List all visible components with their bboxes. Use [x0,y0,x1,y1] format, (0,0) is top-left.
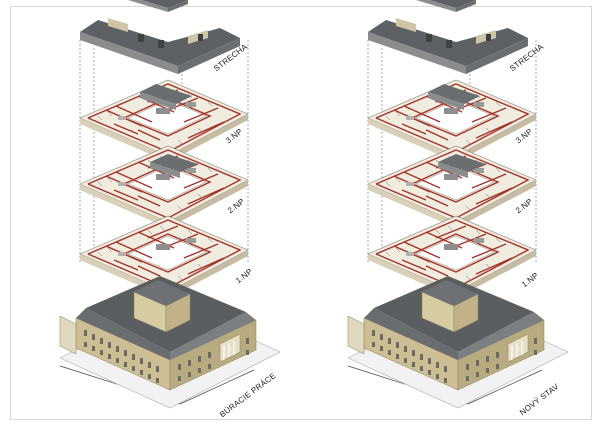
left-stack [59,0,281,409]
roof-fragment [438,162,468,178]
right-stack [347,0,569,409]
roof-level [368,0,528,74]
roof-fragment [438,154,486,172]
roof-fragment [150,154,198,172]
roof-fragment [428,84,480,104]
roof-fragment [428,92,464,110]
ground-line [179,369,255,405]
building-model [59,275,281,409]
roof-fragment [150,162,180,178]
roof-fragment [140,92,176,110]
ground-line [467,369,543,405]
roof-fragment [140,84,192,104]
drawing-frame [10,6,592,420]
building-model [347,275,569,409]
